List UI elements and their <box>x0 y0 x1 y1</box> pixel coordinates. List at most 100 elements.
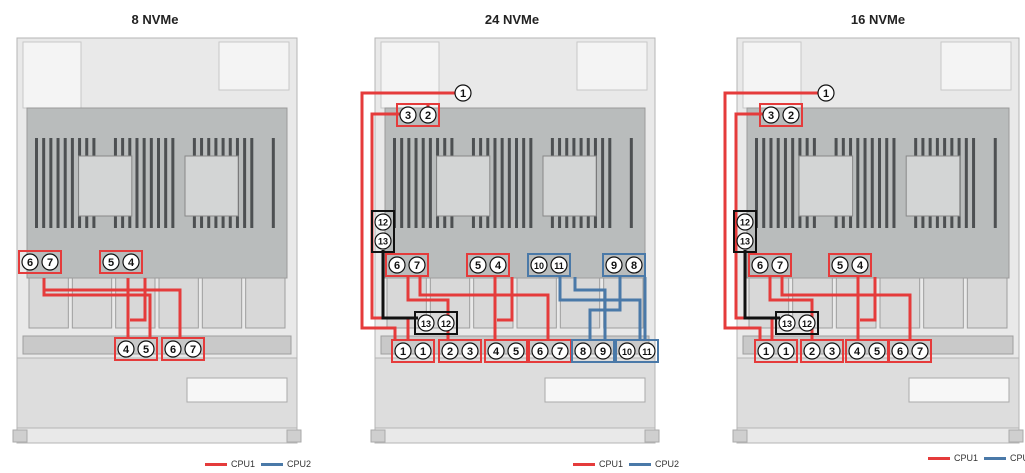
dimm-slot <box>885 138 889 228</box>
dimm-slot <box>870 138 874 228</box>
dimm-slot <box>49 138 53 228</box>
port-number-node <box>736 213 754 231</box>
dimm-slot <box>414 138 418 228</box>
cable-line <box>588 277 622 340</box>
port-number-node <box>782 106 800 124</box>
legend-swatch-cpu1 <box>928 456 950 460</box>
dimm-slot <box>171 138 175 228</box>
server-chassis <box>12 37 302 444</box>
dimm-slot <box>529 138 533 228</box>
port-number-label: 7 <box>414 260 420 272</box>
port-number-node <box>41 253 59 271</box>
port-number-node <box>489 256 507 274</box>
psu-right <box>218 41 290 91</box>
port-number-label: 1 <box>460 88 466 100</box>
port-number-node <box>487 342 505 360</box>
port-number-node <box>574 342 592 360</box>
port-number-label: 7 <box>917 346 923 358</box>
dimm-slot <box>42 138 46 228</box>
cable-line <box>558 277 642 340</box>
port-number-label: 6 <box>537 346 543 358</box>
connector-group-box <box>438 339 482 363</box>
connector-group-box <box>754 339 798 363</box>
port-number-node <box>817 84 835 102</box>
connector-group-box <box>775 311 819 335</box>
fan-module <box>879 277 921 329</box>
legend-1: CPU1 CPU2 <box>205 459 311 469</box>
port-number-node <box>441 342 459 360</box>
port-number-node <box>911 342 929 360</box>
port-number-node <box>394 342 412 360</box>
port-number-label: 4 <box>857 260 864 272</box>
panel-title-16-nvme: 16 NVMe <box>850 12 906 27</box>
psu-left <box>742 41 802 109</box>
dimm-slot <box>878 138 881 228</box>
legend-2: CPU1 CPU2 <box>573 459 679 469</box>
dimm-slot <box>769 138 773 228</box>
fan-module <box>603 277 644 329</box>
connector-group-box <box>391 339 435 363</box>
dimm-slot <box>601 138 605 228</box>
server-chassis <box>732 37 1024 444</box>
port-number-label: 5 <box>475 260 481 272</box>
dimm-slot <box>135 138 139 228</box>
port-number-node <box>891 342 909 360</box>
connector-group-box <box>99 250 143 274</box>
connector-group-box <box>888 339 932 363</box>
port-number-node <box>751 256 769 274</box>
dimm-slot <box>522 138 526 228</box>
port-number-node <box>530 256 548 274</box>
fan-module <box>516 277 557 329</box>
port-number-label: 1 <box>420 346 426 358</box>
cpu1-heatsink <box>798 155 854 217</box>
port-number-node <box>399 106 417 124</box>
port-number-label: 2 <box>447 346 453 358</box>
connector-group-box <box>114 337 158 361</box>
cable-line <box>780 277 912 340</box>
legend-swatch-cpu2 <box>984 456 1007 460</box>
dimm-slot <box>993 138 997 228</box>
port-number-label: 5 <box>513 346 519 358</box>
dimm-slot <box>507 138 511 228</box>
dimm-slot <box>856 138 860 228</box>
fan-module <box>559 277 601 329</box>
dimm-slot <box>964 138 968 228</box>
fan-module <box>245 277 286 329</box>
connector-group-box <box>18 250 62 274</box>
port-number-node <box>21 253 39 271</box>
port-number-node <box>605 256 623 274</box>
port-number-label: 5 <box>874 346 880 358</box>
dimm-slot <box>70 138 74 228</box>
port-number-node <box>469 256 487 274</box>
fan-module <box>201 277 243 329</box>
cpu2-heatsink <box>542 155 597 217</box>
connector-group-box <box>396 103 440 127</box>
port-number-node <box>164 340 182 358</box>
legend-label-cpu2: CPU2 <box>287 459 312 469</box>
legend-3: CPU1 CPU2 <box>928 453 1025 463</box>
port-number-label: 1 <box>400 346 406 358</box>
dimm-slot <box>271 138 275 228</box>
cable-line <box>360 91 455 340</box>
port-number-label: 9 <box>611 260 617 272</box>
port-number-label: 11 <box>642 347 652 357</box>
port-number-node <box>550 256 568 274</box>
fan-module <box>966 277 1008 329</box>
rack-ear-left <box>732 429 748 443</box>
port-number-label: 11 <box>554 261 564 271</box>
rack-ear-right <box>1008 429 1024 443</box>
port-number-node <box>122 253 140 271</box>
dimm-slot <box>629 138 633 228</box>
fan-module <box>71 277 113 329</box>
connector-single: 1 <box>817 84 835 102</box>
port-number-node <box>762 106 780 124</box>
port-number-label: 13 <box>421 319 431 329</box>
port-number-label: 6 <box>897 346 903 358</box>
connector-group-box <box>414 311 458 335</box>
